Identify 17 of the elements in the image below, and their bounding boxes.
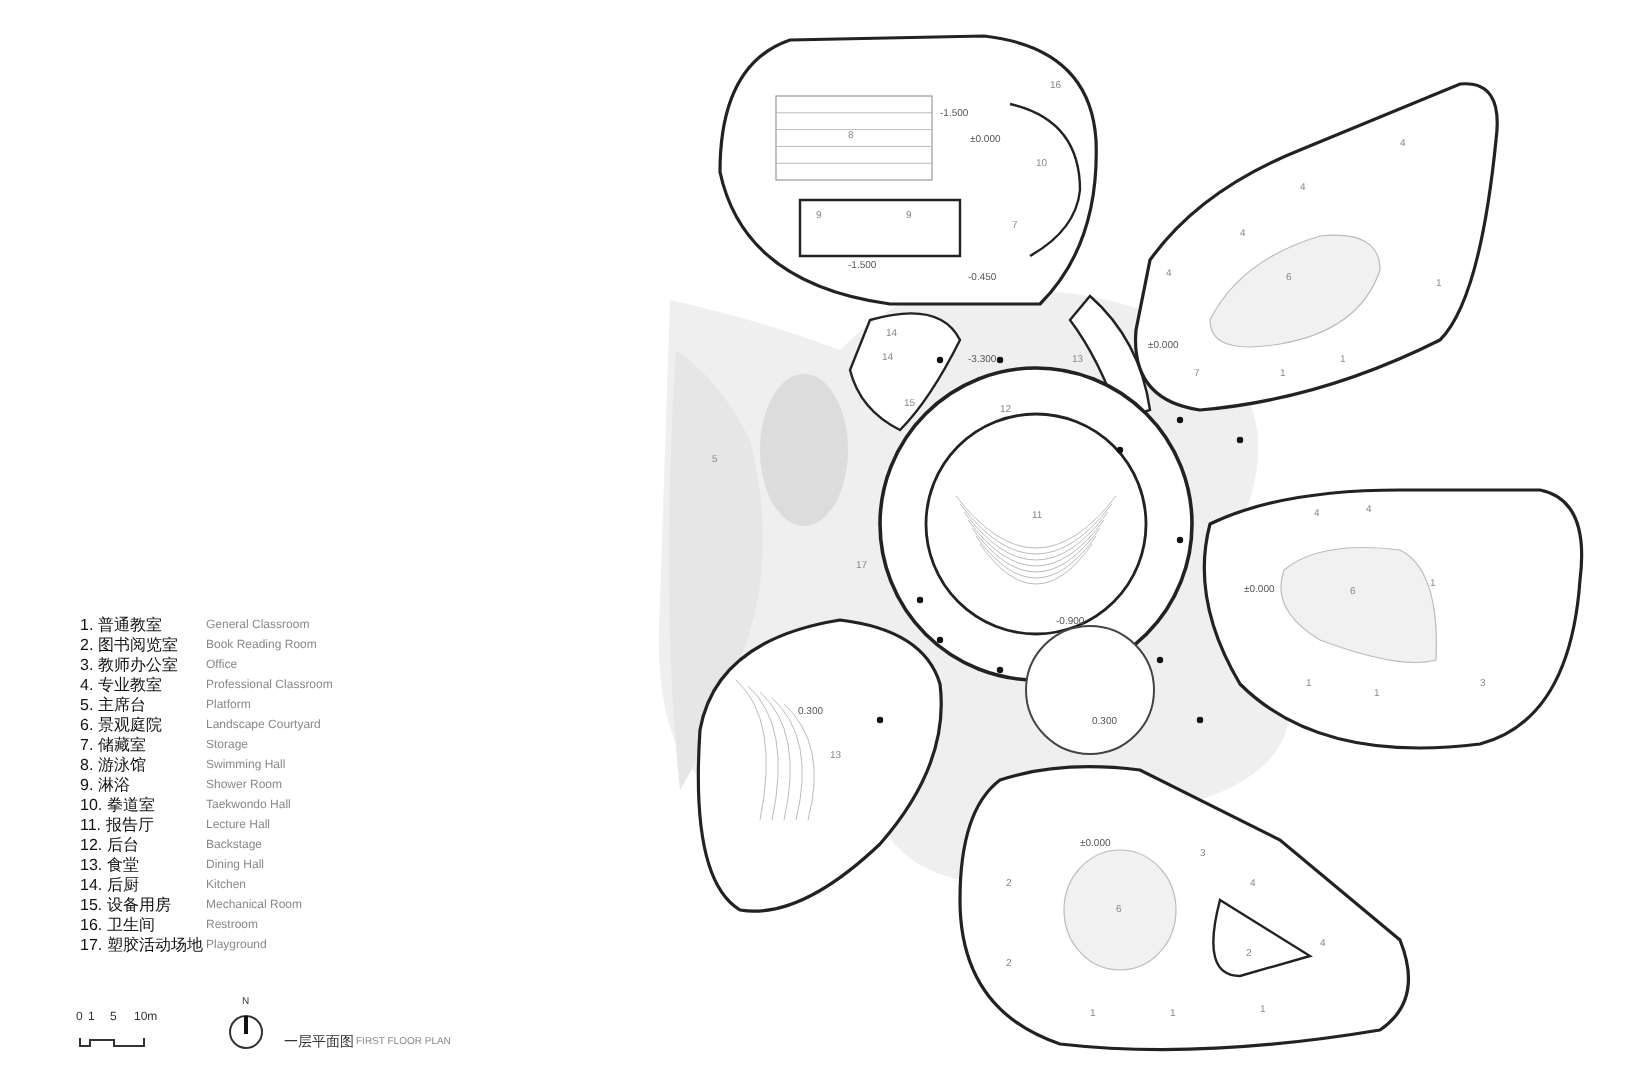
legend-entry: 16. 卫生间 [80,918,155,934]
legend-entry: 14. 后厨 [80,878,139,894]
legend-entry: 2. 图书阅览室 [80,638,178,654]
legend-entry: 6. 景观庭院 [80,718,162,734]
legend-entry: 1. 普通教室 [80,618,162,634]
legend-entry: 7. 储藏室 [80,738,146,754]
legend-entry: 5. 主席台 [80,698,146,714]
legend-entry: 4. 专业教室 [80,678,162,694]
legend-entry: 3. 教师办公室 [80,658,178,674]
legend-entry: 13. 食堂 [80,858,139,874]
legend-entry: 8. 游泳馆 [80,758,146,774]
legend-entry: 9. 淋浴 [80,778,130,794]
legend-entry: 10. 拳道室 [80,798,155,814]
legend-entry: 17. 塑胶活动场地 [80,938,203,954]
legend-entry: 15. 设备用房 [80,898,171,914]
legend-entry: 12. 后台 [80,838,139,854]
legend-entry: 11. 报告厅 [80,818,154,834]
